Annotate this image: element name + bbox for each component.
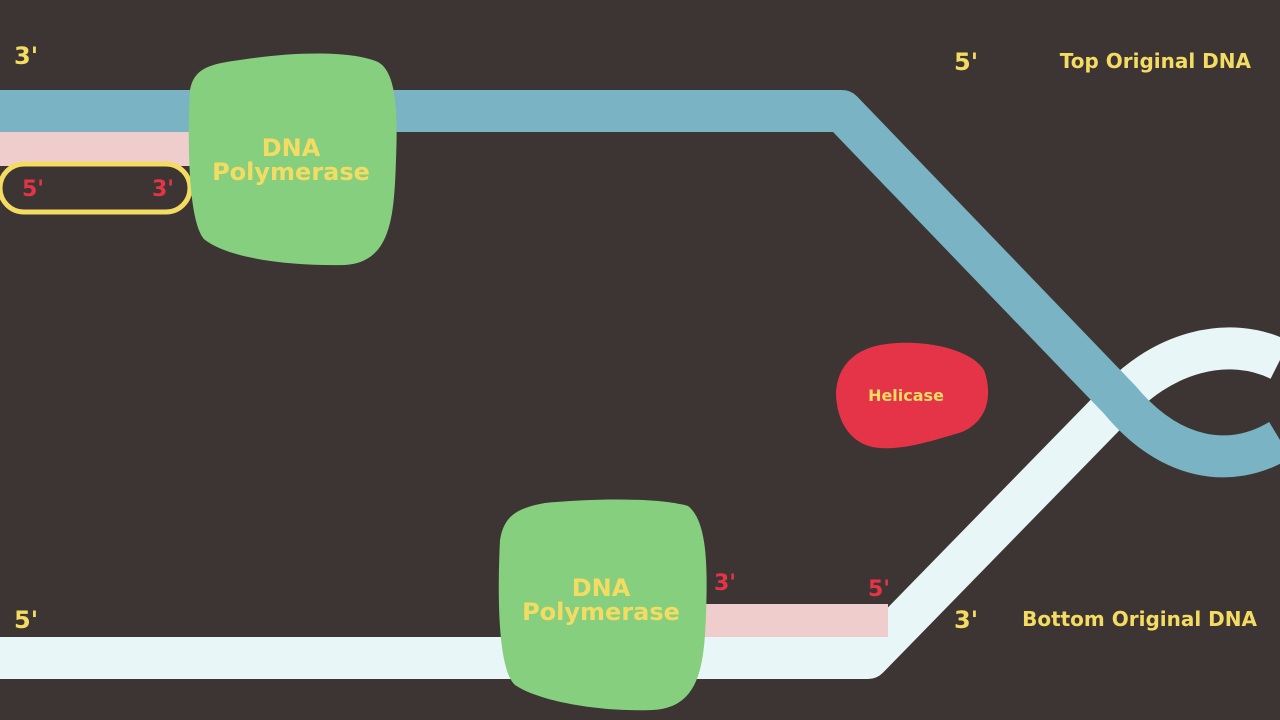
new-bottom-3-label: 3' (714, 571, 736, 596)
bottom-dna-polymerase: DNA Polymerase (498, 499, 707, 711)
top-strand-name: Top Original DNA (1060, 49, 1252, 73)
new-bottom-5-label: 5' (868, 577, 890, 602)
new-top-3-label: 3' (152, 177, 174, 202)
top-original-strand (0, 90, 1280, 478)
bottom-right-end-label: 3' (954, 606, 978, 634)
top-new-strand (0, 132, 200, 166)
helicase: Helicase (836, 342, 989, 449)
bottom-strand-name: Bottom Original DNA (1022, 607, 1257, 631)
polymerase-label-line2: Polymerase (212, 158, 370, 186)
helicase-blob (836, 342, 989, 449)
bottom-left-end-label: 5' (14, 606, 38, 634)
new-top-5-label: 5' (22, 177, 44, 202)
polymerase-label-line1: DNA (572, 574, 631, 602)
polymerase-label-line1: DNA (262, 134, 321, 162)
top-right-end-label: 5' (954, 48, 978, 76)
helicase-label: Helicase (868, 386, 944, 405)
bottom-new-strand (700, 604, 888, 637)
polymerase-label-line2: Polymerase (522, 598, 680, 626)
polymerase-blob (188, 53, 397, 266)
polymerase-blob (498, 499, 707, 711)
top-left-end-label: 3' (14, 42, 38, 70)
new-strand-highlight (0, 161, 193, 215)
top-dna-polymerase: DNA Polymerase (188, 53, 397, 266)
